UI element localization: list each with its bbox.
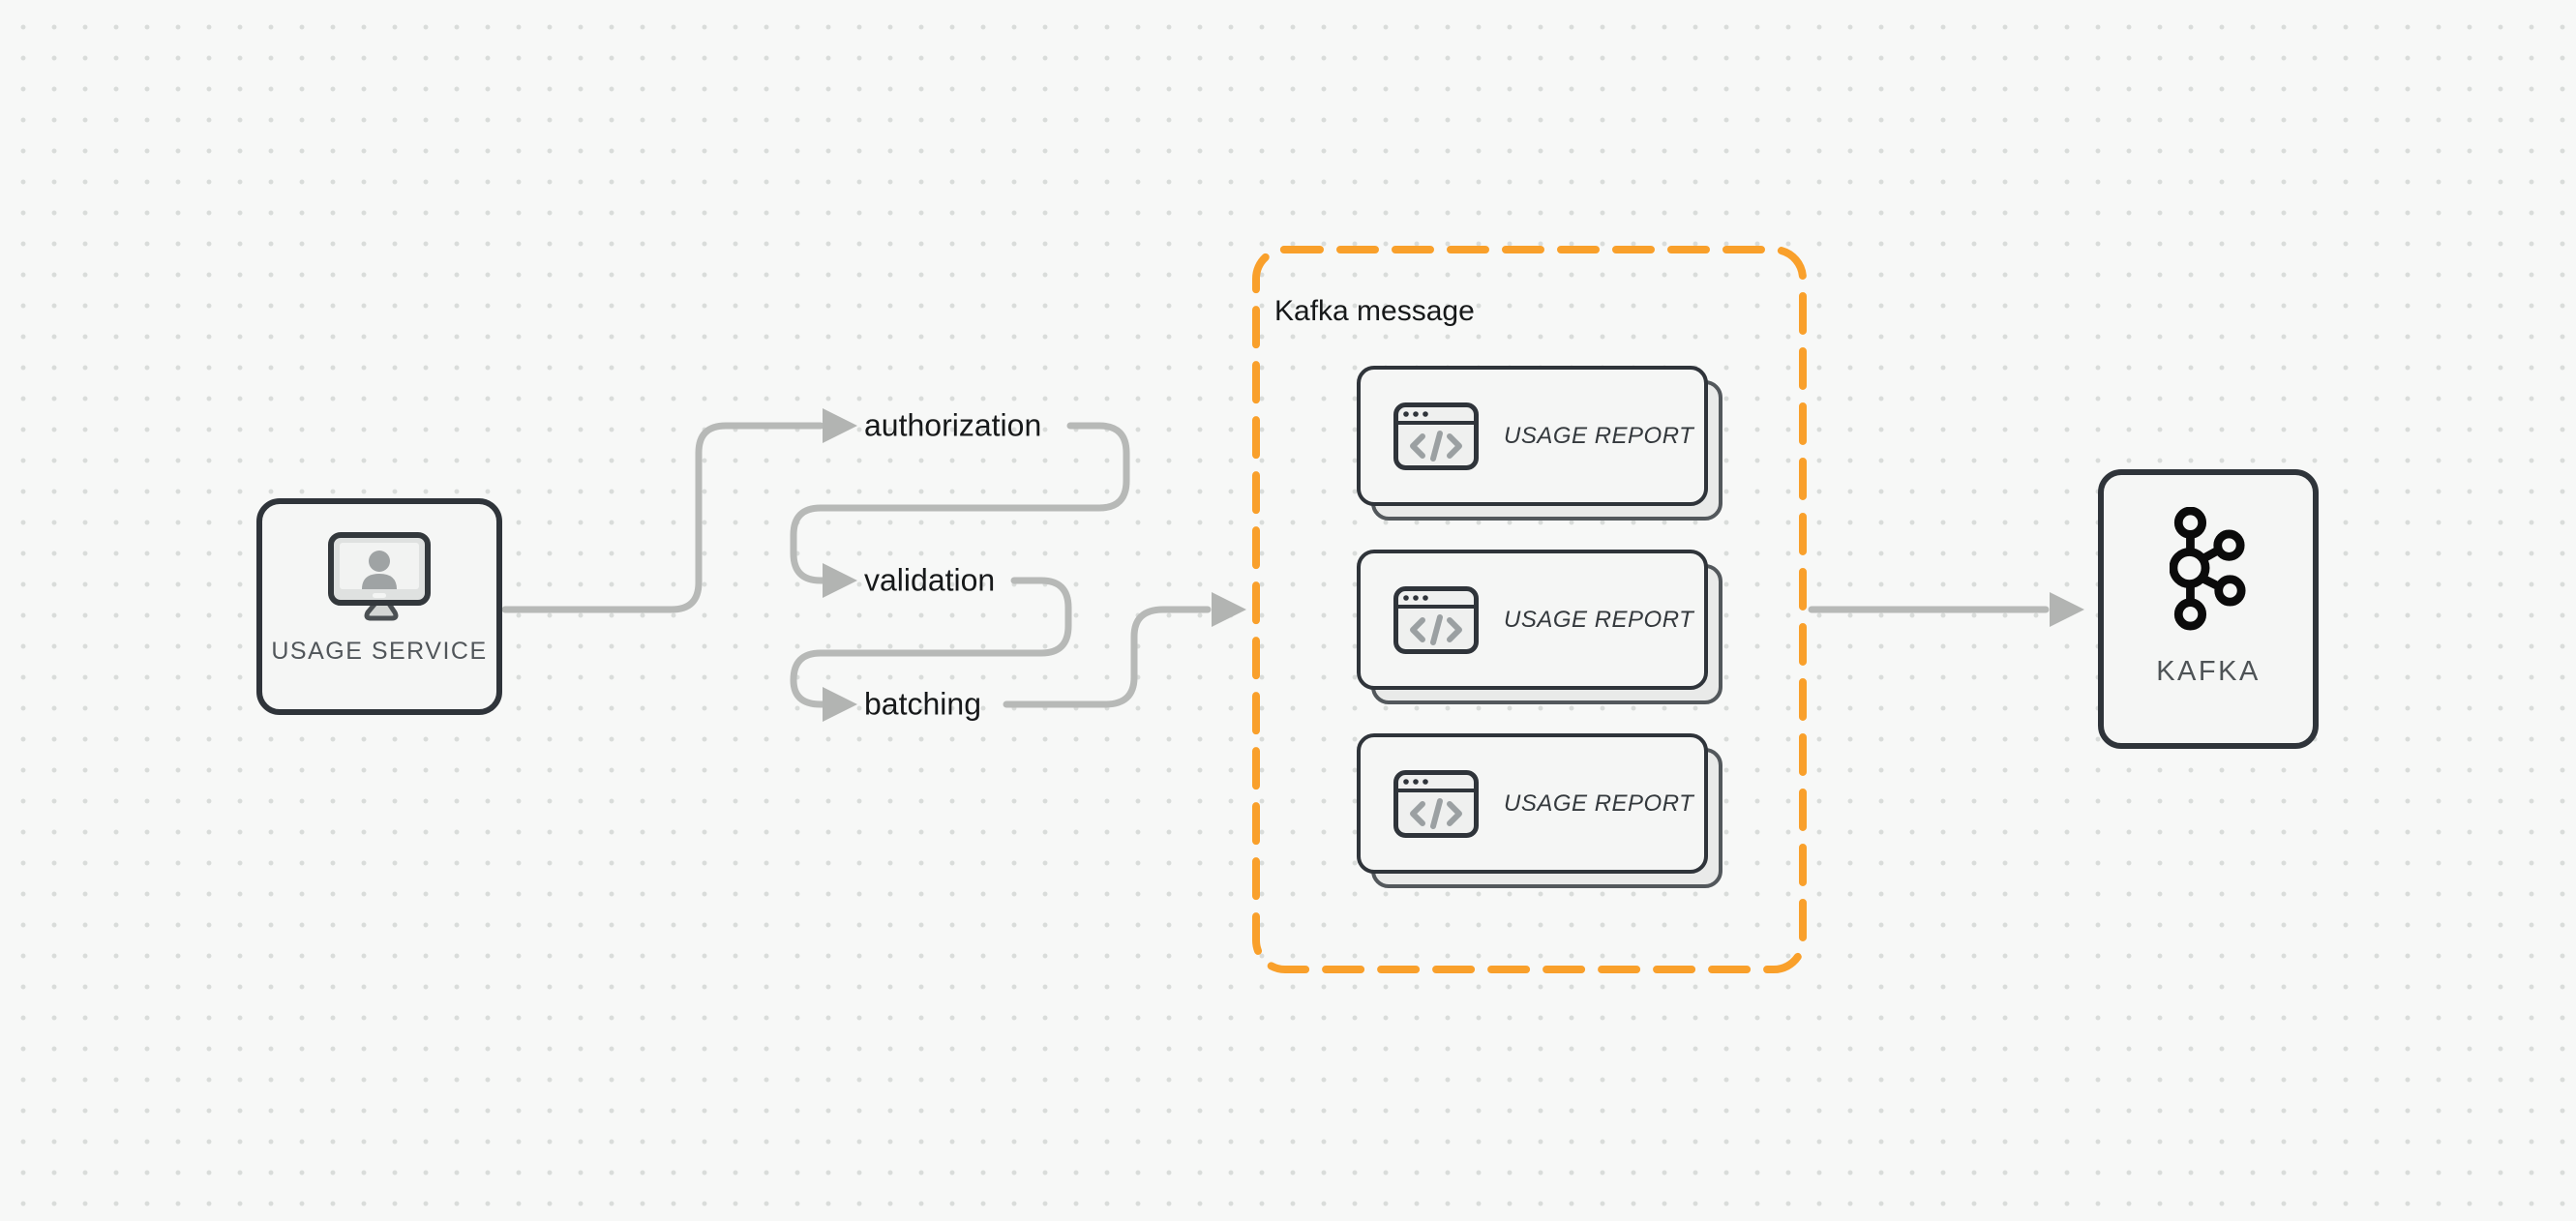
arrow-validation-to-batching [790, 577, 1072, 708]
usage-report-label: USAGE REPORT [1504, 789, 1694, 817]
arrowhead-authorization [823, 408, 857, 443]
kafka-logo-icon [2170, 507, 2246, 631]
flow-step-validation: validation [864, 562, 996, 598]
arrow-batching-to-group [1003, 606, 1212, 708]
usage-report-label: USAGE REPORT [1504, 606, 1694, 633]
flow-step-batching: batching [864, 686, 981, 722]
code-window-icon [1393, 769, 1479, 838]
arrowhead-kafka [2050, 592, 2084, 627]
kafka-node: KAFKA [2098, 469, 2319, 749]
kafka-message-group-title: Kafka message [1274, 295, 1475, 327]
arrow-service-to-authorization [501, 422, 824, 613]
code-window-icon [1393, 402, 1479, 470]
usage-service-label: USAGE SERVICE [271, 638, 488, 665]
arrowhead-validation [823, 563, 857, 598]
usage-report-label: USAGE REPORT [1504, 422, 1694, 449]
usage-service-node: USAGE SERVICE [256, 498, 502, 715]
usage-report-card: USAGE REPORT [1357, 550, 1722, 704]
kafka-message-group-border [1252, 246, 1807, 973]
monitor-user-icon [328, 532, 431, 621]
arrow-authorization-to-validation [790, 422, 1130, 584]
kafka-label: KAFKA [2156, 656, 2261, 687]
arrowhead-batching [823, 687, 857, 722]
usage-report-card: USAGE REPORT [1357, 733, 1722, 888]
flow-step-authorization: authorization [864, 407, 1042, 443]
code-window-icon [1393, 585, 1479, 654]
usage-report-card: USAGE REPORT [1357, 366, 1722, 521]
arrowhead-group [1212, 592, 1246, 627]
